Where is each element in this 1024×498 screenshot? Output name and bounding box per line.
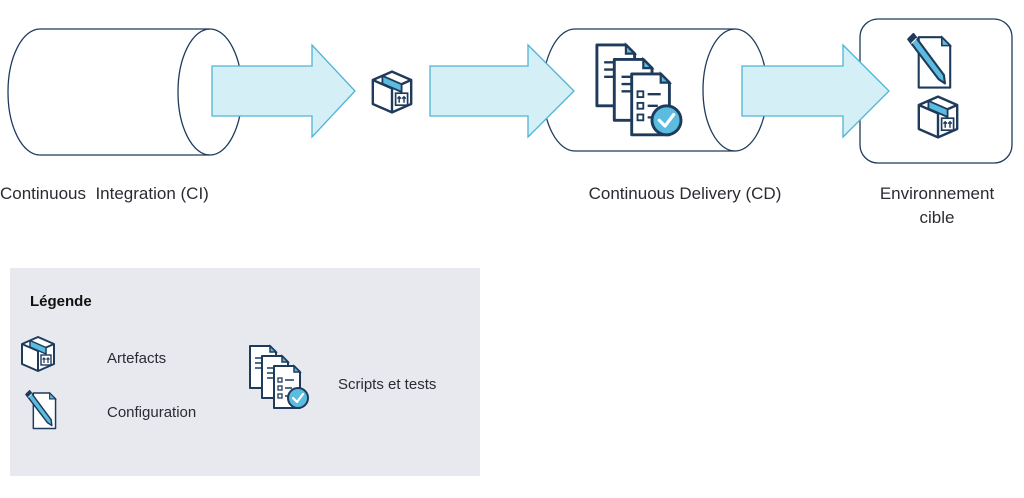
cd-label: Continuous Delivery (CD) (588, 184, 782, 203)
legend-artefacts-label: Artefacts (107, 350, 167, 367)
legend-title: Légende (30, 293, 92, 310)
package-icon (21, 336, 55, 372)
scripts-tests-icon (248, 344, 310, 410)
package-icon (371, 70, 413, 114)
environment-label-line2: cible (919, 208, 955, 227)
legend-scripts-label: Scripts et tests (338, 376, 437, 393)
arrow-artefact-to-cd (429, 43, 575, 139)
package-icon (917, 95, 959, 139)
ci-label: Continuous Integration (CI) (0, 184, 209, 203)
arrow-ci-to-artefact (211, 43, 356, 139)
ci-pipeline-cylinder (7, 28, 243, 156)
arrow-cd-to-environment (741, 43, 890, 139)
legend-panel: Légende Artefacts Configuration Scripts … (10, 268, 480, 476)
environment-label-line1: Environnement (879, 184, 995, 203)
configuration-icon (25, 390, 57, 430)
legend-configuration-label: Configuration (107, 404, 197, 421)
